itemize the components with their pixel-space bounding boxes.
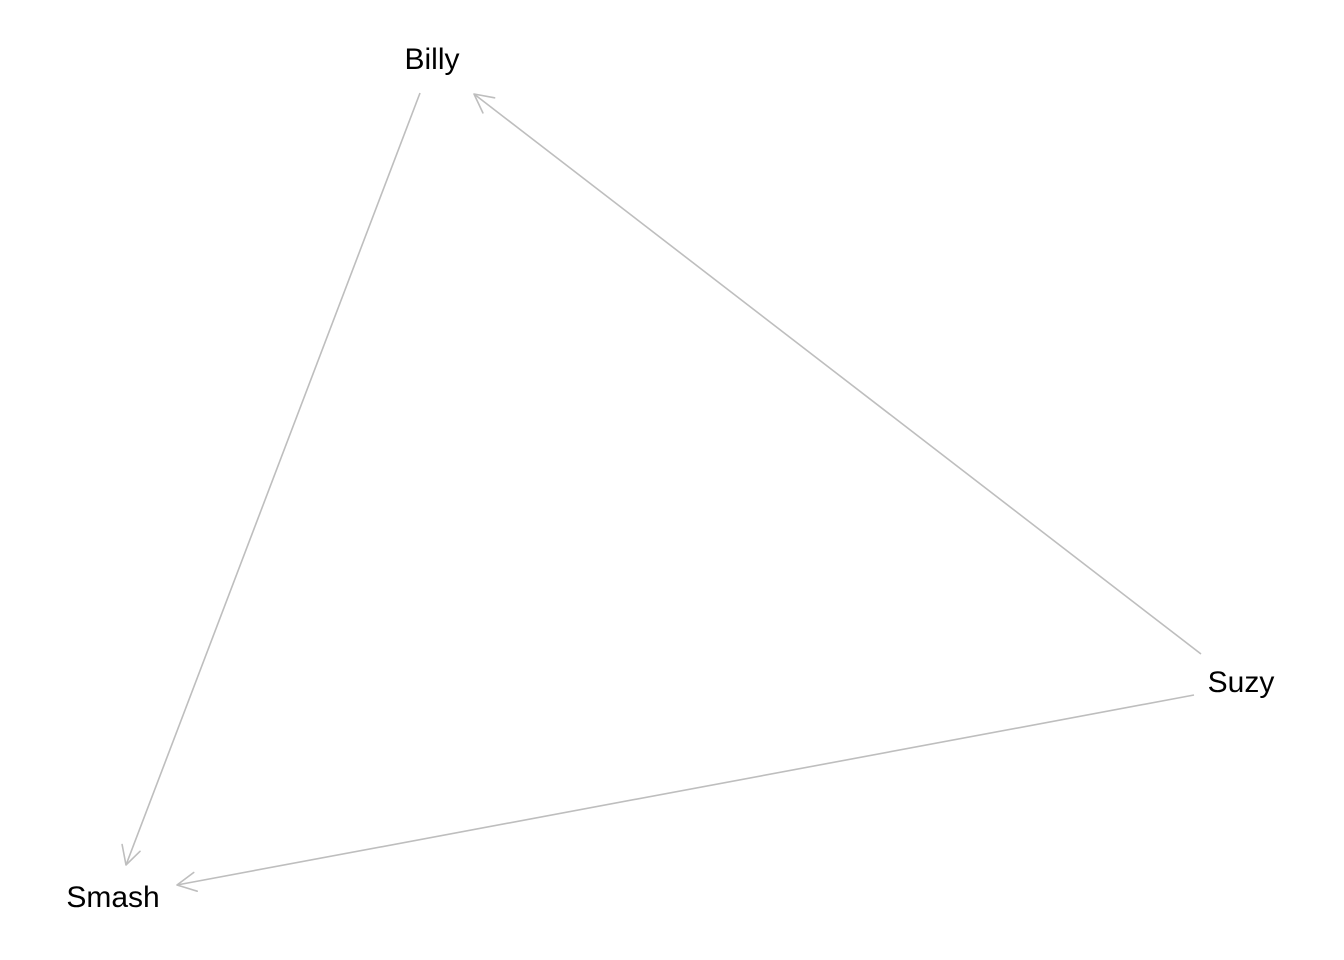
edge-line (125, 92, 421, 866)
arrowhead-icon (473, 93, 496, 114)
edge-suzy-smash (176, 694, 1195, 893)
edge-suzy-billy (473, 93, 1202, 655)
arrowhead-icon (121, 843, 141, 866)
node-billy: Billy (404, 43, 459, 76)
node-suzy: Suzy (1208, 666, 1275, 699)
node-smash: Smash (66, 881, 159, 914)
edge-billy-smash (121, 92, 421, 866)
edge-line (473, 93, 1202, 655)
arrowhead-icon (176, 871, 198, 893)
edge-line (176, 694, 1195, 886)
